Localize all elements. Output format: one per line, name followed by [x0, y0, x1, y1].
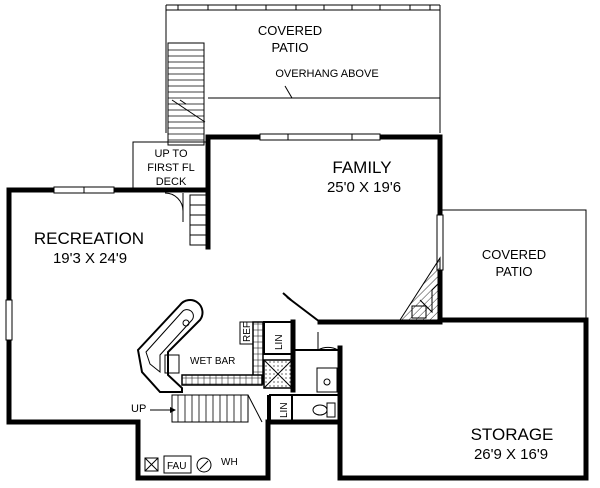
deck-label-line2: FIRST FL — [147, 162, 194, 174]
bathroom — [312, 332, 339, 418]
wh-label: WH — [221, 457, 238, 468]
family-dims: 25'0 X 19'6 — [327, 179, 401, 196]
exterior-stairs — [167, 42, 206, 146]
windows — [5, 133, 444, 341]
lin-lower-label: LIN — [279, 402, 290, 418]
covered-patio-top-line1: COVERED — [258, 23, 322, 38]
storage-name: STORAGE — [471, 425, 554, 444]
up-label: UP — [131, 403, 146, 415]
deck-label-line3: DECK — [156, 176, 187, 188]
covered-patio-right-line1: COVERED — [482, 247, 546, 262]
ref-label: REF — [242, 322, 253, 342]
recreation-dims: 19'3 X 24'9 — [53, 250, 127, 267]
wet-bar-label: WET BAR — [190, 356, 235, 367]
lin-upper-label: LIN — [274, 334, 285, 350]
family-name: FAMILY — [332, 158, 391, 177]
walls — [6, 134, 589, 481]
recreation-name: RECREATION — [34, 229, 144, 248]
deck-label-line1: UP TO — [154, 148, 187, 160]
covered-patio-top-line2: PATIO — [271, 40, 308, 55]
deck-door — [164, 192, 207, 246]
fireplace — [399, 256, 441, 321]
linen-closets: LIN LIN — [263, 321, 293, 423]
interior-stairs: UP — [131, 394, 263, 423]
room-labels: UP TO FIRST FL DECK FAMILY 25'0 X 19'6 R… — [34, 148, 554, 463]
wet-bar: WET BAR REF — [136, 299, 264, 393]
storage-dims: 26'9 X 16'9 — [474, 446, 548, 463]
overhang-label: OVERHANG ABOVE — [275, 68, 378, 80]
covered-patio-top: COVERED PATIO OVERHANG ABOVE — [165, 4, 441, 133]
patio-edge-ticks — [177, 5, 431, 10]
fau-label: FAU — [167, 461, 186, 472]
covered-patio-right-line2: PATIO — [495, 264, 532, 279]
mechanical: FAU WH — [144, 455, 238, 474]
